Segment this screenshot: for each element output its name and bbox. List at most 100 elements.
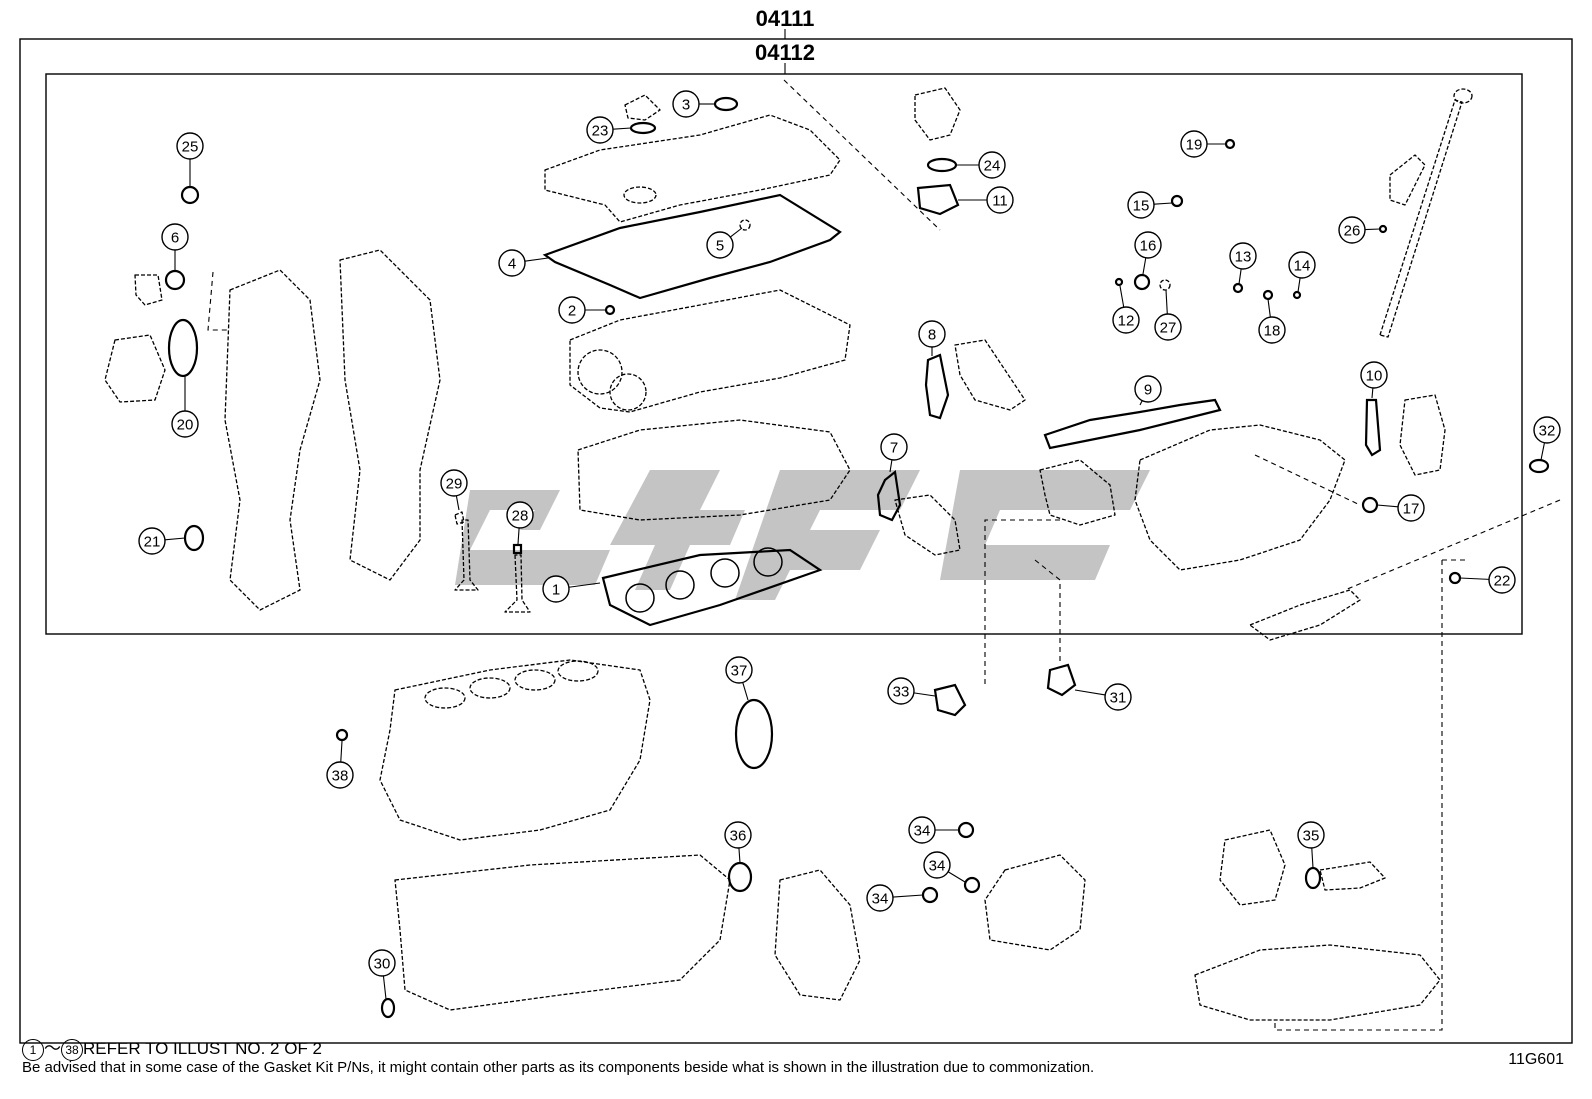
callout-leader-31 bbox=[1074, 689, 1106, 696]
callout-4: 4 bbox=[498, 249, 549, 277]
gasket-7 bbox=[876, 469, 902, 522]
callout-11: 11 bbox=[958, 186, 1014, 214]
callout-number-29: 29 bbox=[446, 476, 463, 493]
gasket-18 bbox=[1262, 289, 1274, 301]
callout-circle-27 bbox=[1154, 313, 1182, 341]
callout-circle-4 bbox=[498, 249, 526, 277]
callout-circle-1 bbox=[542, 575, 570, 603]
callout-leader-26 bbox=[1364, 228, 1381, 231]
callout-34: 34 bbox=[923, 851, 966, 883]
gasket-24 bbox=[926, 157, 958, 173]
callout-leader-4 bbox=[524, 257, 549, 262]
gasket-14 bbox=[1292, 290, 1302, 300]
callout-23: 23 bbox=[586, 116, 632, 144]
intake-manifold bbox=[1134, 424, 1346, 571]
callout-leader-10 bbox=[1371, 387, 1374, 399]
gasket-22 bbox=[1448, 571, 1462, 585]
callout-circle-28 bbox=[506, 501, 534, 529]
callout-number-34: 34 bbox=[929, 858, 946, 875]
callout-15: 15 bbox=[1127, 191, 1173, 219]
gasket33-relation-line bbox=[984, 519, 1060, 685]
callout-leader-33 bbox=[913, 692, 936, 697]
callout-21: 21 bbox=[138, 527, 186, 555]
callout-number-2: 2 bbox=[568, 303, 576, 320]
callout-circle-34 bbox=[923, 851, 951, 879]
callout-leader-15 bbox=[1153, 202, 1173, 205]
callout-number-19: 19 bbox=[1186, 137, 1203, 154]
intake-valve bbox=[504, 554, 531, 613]
callout-leader-38 bbox=[340, 740, 343, 763]
callout-number-15: 15 bbox=[1133, 198, 1150, 215]
callout-25: 25 bbox=[176, 132, 204, 188]
callout-34: 34 bbox=[866, 884, 924, 912]
gasket-34c bbox=[921, 886, 939, 904]
callout-circle-22 bbox=[1488, 566, 1516, 594]
callout-32: 32 bbox=[1533, 416, 1561, 461]
callout-34: 34 bbox=[908, 816, 959, 844]
range-start-circle: 1 bbox=[22, 1038, 44, 1061]
dipstick-handle bbox=[1453, 88, 1473, 104]
callout-10: 10 bbox=[1360, 361, 1388, 399]
callout-circle-33 bbox=[887, 677, 915, 705]
seal-28 bbox=[512, 543, 523, 555]
seal-ring-25 bbox=[180, 185, 200, 205]
callout-leader-34 bbox=[892, 894, 924, 898]
bore-3 bbox=[710, 558, 740, 588]
gasket-12 bbox=[1114, 277, 1124, 287]
callout-number-14: 14 bbox=[1294, 258, 1311, 275]
callout-circle-16 bbox=[1134, 231, 1162, 259]
inner-kit-number: 04112 bbox=[755, 40, 815, 65]
callout-38: 38 bbox=[326, 740, 354, 789]
o-ring-35 bbox=[1304, 866, 1322, 890]
callout-1: 1 bbox=[542, 575, 601, 603]
gasket-2 bbox=[604, 304, 616, 316]
callout-number-34: 34 bbox=[914, 823, 931, 840]
cover-relation-line bbox=[783, 79, 941, 231]
dipstick-guide bbox=[1389, 154, 1426, 206]
valve-cover bbox=[544, 114, 841, 223]
callout-31: 31 bbox=[1074, 683, 1132, 711]
callout-circle-32 bbox=[1533, 416, 1561, 444]
callout-33: 33 bbox=[887, 677, 936, 705]
block-bore-2 bbox=[469, 677, 511, 699]
egr-pipe bbox=[894, 494, 961, 556]
water-outlet bbox=[954, 339, 1026, 411]
oil-pump-cover bbox=[1399, 394, 1446, 476]
callout-circle-25 bbox=[176, 132, 204, 160]
oil-strainer bbox=[1249, 589, 1361, 641]
oil-seal-37 bbox=[734, 698, 774, 770]
callout-circle-3 bbox=[672, 90, 700, 118]
callout-leader-1 bbox=[568, 582, 601, 588]
callout-37: 37 bbox=[725, 656, 753, 701]
inner-kit-frame bbox=[45, 73, 1523, 635]
water-inlet-pipe bbox=[1319, 861, 1386, 891]
oil-pan bbox=[1194, 944, 1441, 1021]
callout-circle-38 bbox=[326, 761, 354, 789]
gasket32-relation-line bbox=[1344, 499, 1561, 591]
callout-number-25: 25 bbox=[182, 139, 199, 156]
outer-kit-frame bbox=[19, 38, 1573, 1044]
valve-cover-gasket bbox=[542, 193, 842, 300]
exhaust-valve bbox=[454, 519, 479, 591]
callout-circle-19 bbox=[1180, 130, 1208, 158]
callout-leader-16 bbox=[1142, 257, 1147, 275]
gasket-32 bbox=[1528, 458, 1550, 474]
callout-number-38: 38 bbox=[332, 768, 349, 785]
small-bracket bbox=[134, 274, 163, 306]
callout-leader-29 bbox=[455, 495, 460, 511]
range-separator: ～ bbox=[44, 1039, 61, 1058]
illustration-id: 11G601 bbox=[1508, 1051, 1564, 1068]
callout-24: 24 bbox=[956, 151, 1006, 179]
gasket-38 bbox=[335, 728, 349, 742]
callout-number-31: 31 bbox=[1110, 690, 1127, 707]
water-pump bbox=[1219, 829, 1286, 906]
callout-number-36: 36 bbox=[730, 828, 747, 845]
callout-circle-31 bbox=[1104, 683, 1132, 711]
callout-number-21: 21 bbox=[144, 534, 161, 551]
callout-28: 28 bbox=[506, 501, 534, 545]
o-ring-17 bbox=[1361, 496, 1379, 514]
timing-chain-cover bbox=[224, 269, 321, 611]
oil-pump bbox=[774, 869, 861, 1001]
bore-1 bbox=[625, 583, 655, 613]
